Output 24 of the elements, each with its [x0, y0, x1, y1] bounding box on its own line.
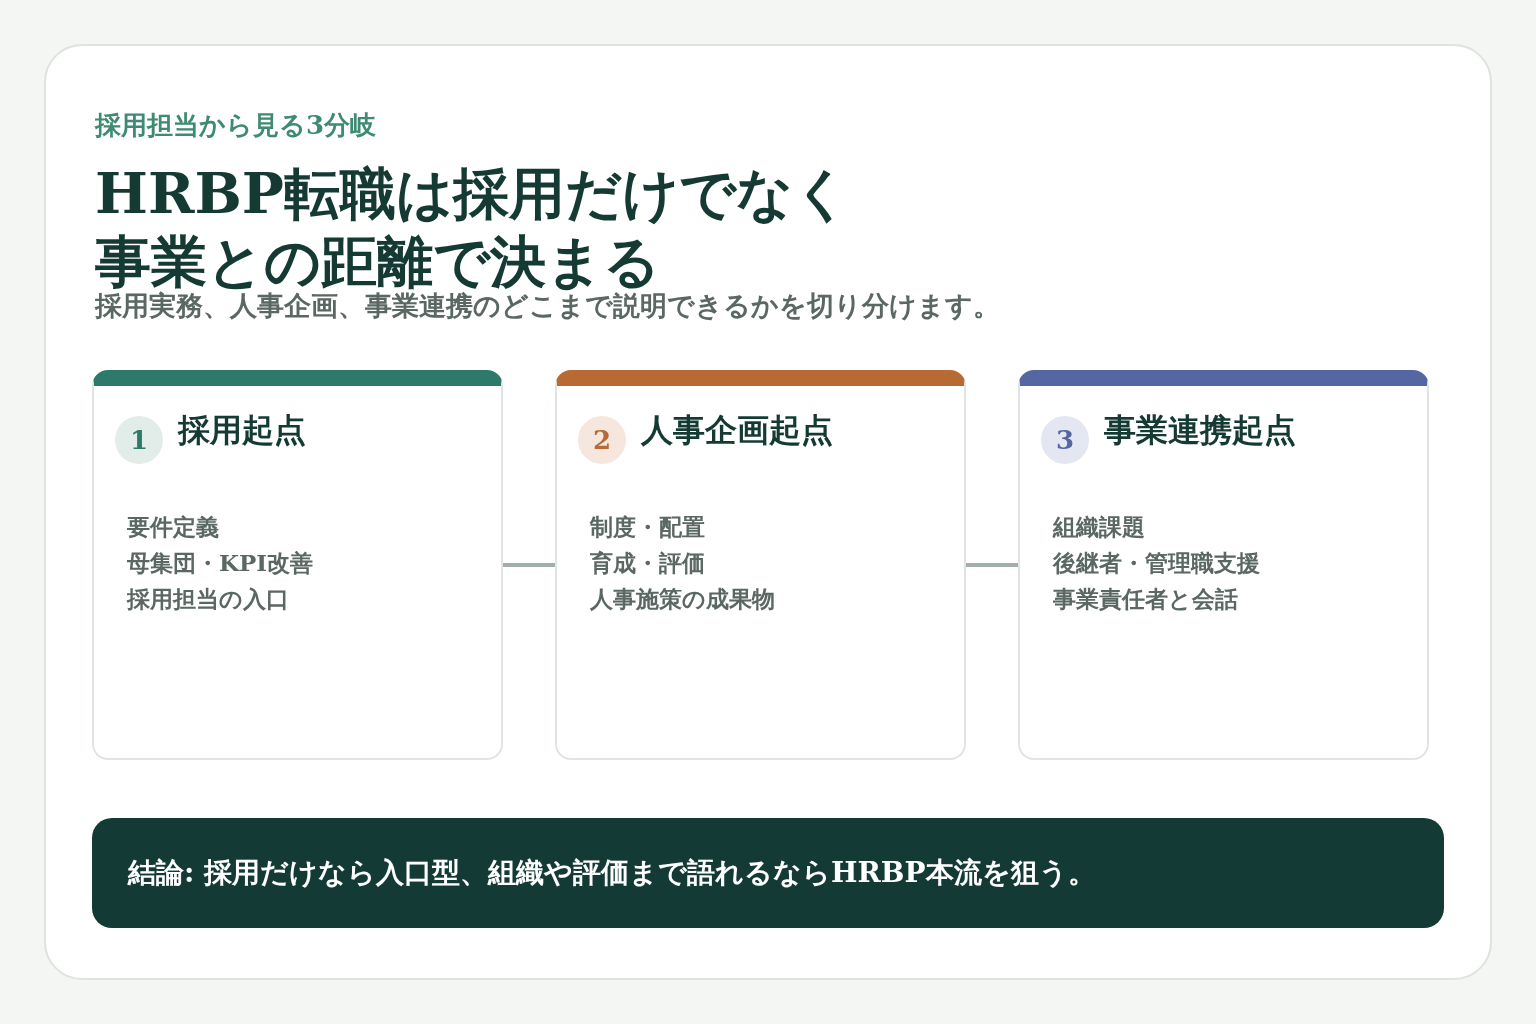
conclusion-text: 結論: 採用だけなら入口型、組織や評価まで語れるならHRBP本流を狙う。	[128, 855, 1096, 891]
card-heading: 事業連携起点	[1104, 410, 1296, 450]
list-item: 母集団・KPI改善	[127, 548, 314, 578]
card-heading: 採用起点	[178, 410, 306, 450]
card-heading: 人事企画起点	[641, 410, 833, 450]
subtitle-text: 採用実務、人事企画、事業連携のどこまで説明できるかを切り分けます。	[95, 290, 1000, 323]
category-card	[92, 370, 503, 760]
list-item: 要件定義	[127, 512, 219, 542]
connector-line	[966, 563, 1018, 567]
list-item: 制度・配置	[590, 512, 705, 542]
eyebrow-text: 採用担当から見る3分岐	[95, 109, 377, 142]
list-item: 育成・評価	[590, 548, 705, 578]
number-badge: 3	[1041, 416, 1089, 464]
category-card	[555, 370, 966, 760]
list-item: 事業責任者と会話	[1053, 584, 1238, 614]
list-item: 組織課題	[1053, 512, 1145, 542]
connector-line	[503, 563, 555, 567]
conclusion-banner	[92, 818, 1444, 928]
list-item: 採用担当の入口	[127, 584, 289, 614]
number-badge: 2	[578, 416, 626, 464]
category-card	[1018, 370, 1429, 760]
list-item: 人事施策の成果物	[590, 584, 775, 614]
number-badge: 1	[115, 416, 163, 464]
list-item: 後継者・管理職支援	[1053, 548, 1260, 578]
